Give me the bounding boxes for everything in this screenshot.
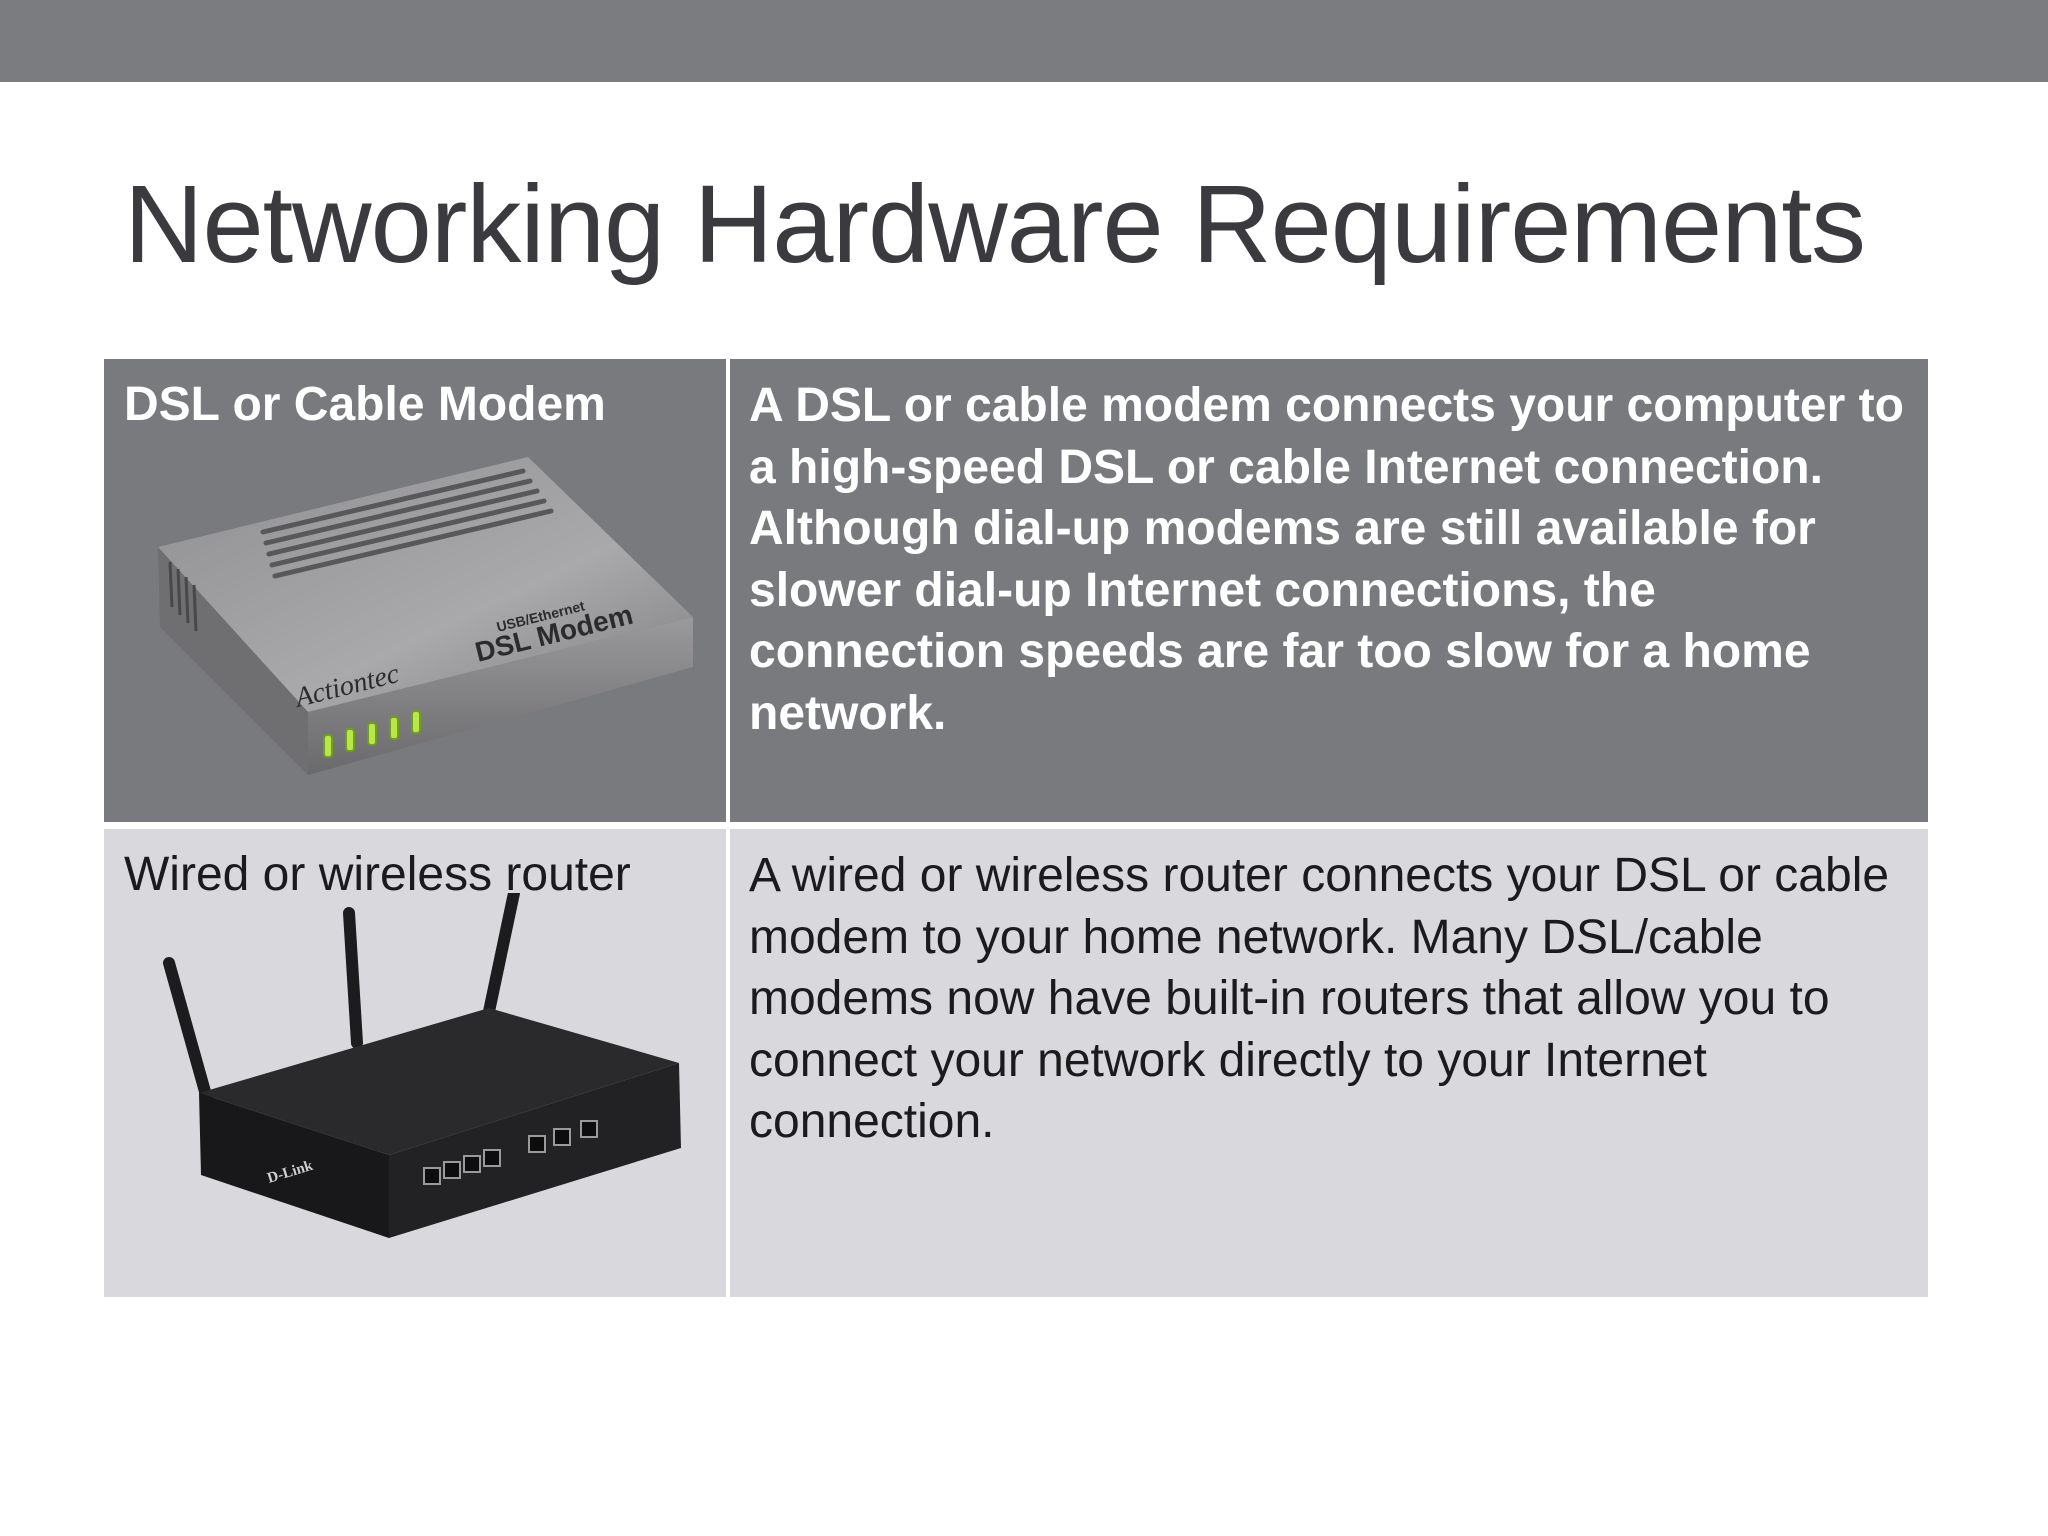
top-bar bbox=[0, 0, 2048, 82]
table-row: DSL or Cable Modem bbox=[104, 359, 1928, 822]
dsl-modem-icon: USB/Ethernet DSL Modem Actiontec bbox=[158, 457, 693, 775]
column-divider bbox=[726, 359, 730, 1297]
row-label-router: Wired or wireless router bbox=[124, 848, 631, 901]
row-label-modem: DSL or Cable Modem bbox=[124, 378, 606, 431]
hardware-table: DSL or Cable Modem bbox=[104, 359, 1928, 1297]
table-row: Wired or wireless router D-Link bbox=[104, 829, 1928, 1297]
row-description-modem: A DSL or cable modem connects your compu… bbox=[749, 379, 1904, 740]
wireless-router-icon: D-Link bbox=[163, 893, 681, 1238]
row-divider bbox=[104, 822, 1928, 829]
row-description-router: A wired or wireless router connects your… bbox=[749, 849, 1890, 1148]
slide-title: Networking Hardware Requirements bbox=[124, 163, 1866, 286]
